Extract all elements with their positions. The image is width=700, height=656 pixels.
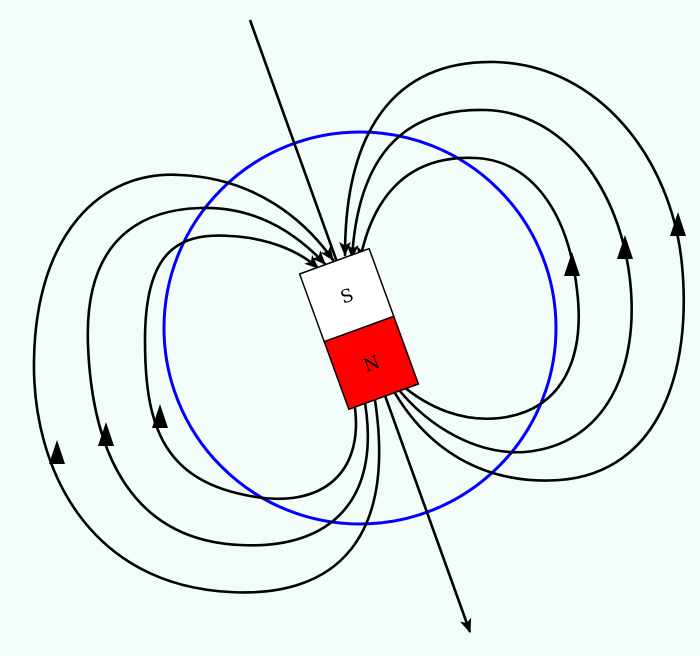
north-pole-label: N (361, 352, 383, 377)
field-line-right-3 (339, 60, 686, 482)
field-arrow-left-1 (152, 404, 168, 428)
field-arrow-right-1 (564, 252, 580, 276)
field-line-left-1 (143, 234, 358, 501)
field-line-left-3 (32, 173, 381, 594)
field-line-left-2 (86, 206, 369, 547)
reference-circle (162, 130, 558, 526)
field-arrow-left-2 (98, 422, 114, 446)
magnet-north-pole (323, 315, 420, 411)
field-line-right-2 (346, 108, 633, 454)
field-arrow-right-3 (670, 212, 686, 236)
field-arrow-right-2 (617, 235, 633, 259)
bar-magnet: S N (298, 247, 420, 411)
field-arrow-left-3 (49, 440, 65, 464)
